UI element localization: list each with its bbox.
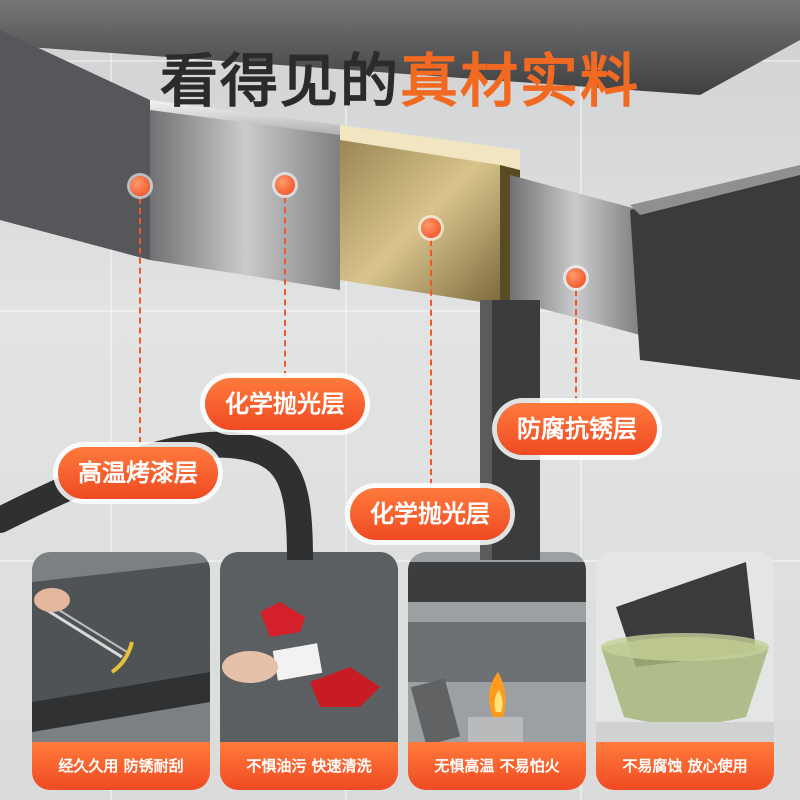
oil-wipe-image [220,552,398,742]
callout-badge: 化学抛光层 [350,488,510,540]
leader-line [575,290,577,402]
feature-cards: 经久久用 防锈耐刮 不惧油污 快速清洗 无惧高温 不易怕火 [32,552,774,790]
leader-line [139,198,141,453]
feature-caption: 无惧高温 不易怕火 [408,742,586,790]
callout-badge: 化学抛光层 [205,378,365,430]
feature-caption: 经久久用 防锈耐刮 [32,742,210,790]
marker-dot [275,175,295,195]
marker-dot [421,218,441,238]
callout-badge: 高温烤漆层 [58,447,218,499]
feature-caption: 不易腐蚀 放心使用 [596,742,774,790]
leader-line [284,197,286,377]
leader-line [430,240,432,485]
marker-dot [130,176,150,196]
shelf-illustration [0,0,800,560]
flame-test-image [408,552,586,742]
feature-caption: 不惧油污 快速清洗 [220,742,398,790]
corrosion-test-image [596,552,774,742]
feature-card: 无惧高温 不易怕火 [408,552,586,790]
feature-card: 不惧油污 快速清洗 [220,552,398,790]
marker-dot [566,268,586,288]
feature-card: 不易腐蚀 放心使用 [596,552,774,790]
page-title: 看得见的真材实料 [0,34,800,118]
title-accent: 真材实料 [400,47,641,115]
title-dark: 看得见的 [159,47,400,115]
callout-badge: 防腐抗锈层 [497,403,657,455]
feature-card: 经久久用 防锈耐刮 [32,552,210,790]
scratch-test-image [32,552,210,742]
